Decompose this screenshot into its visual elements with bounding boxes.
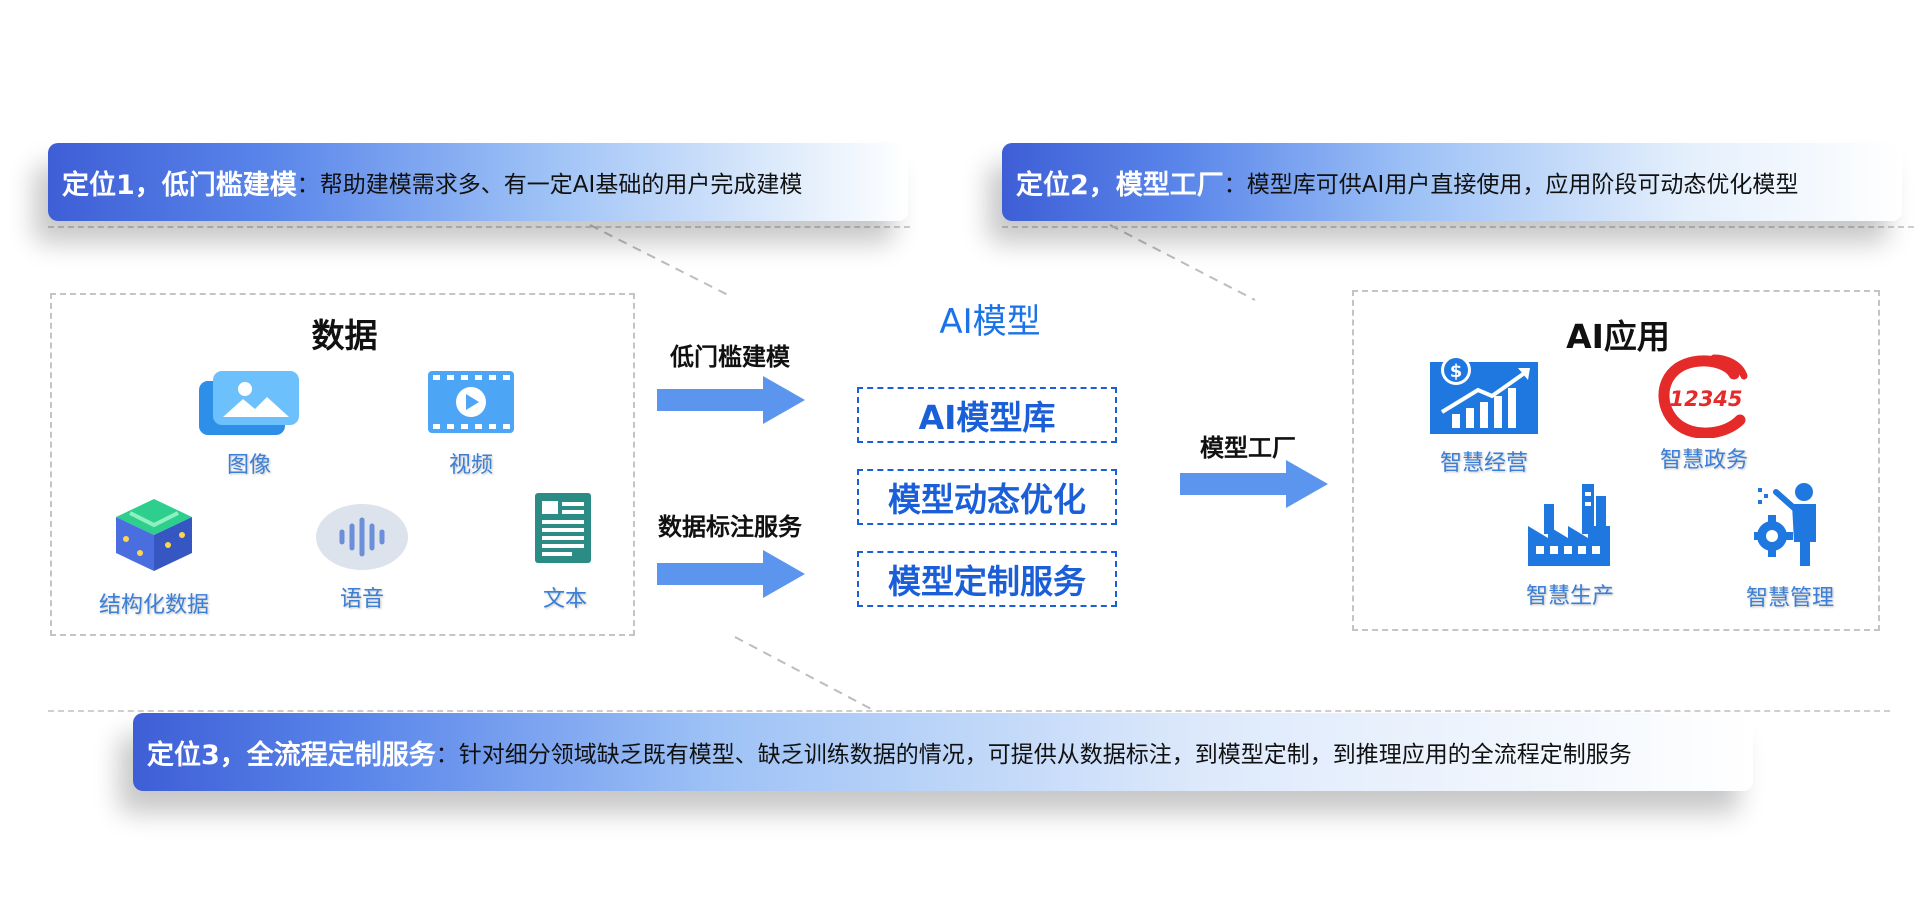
data-panel-title: 数据 xyxy=(311,316,378,355)
flow-label-annotation: 数据标注服务 xyxy=(658,513,802,541)
model-box-library: AI模型库 xyxy=(857,387,1117,443)
model-box-optimization: 模型动态优化 xyxy=(857,469,1117,525)
position-banner-3: 定位3，全流程定制服务：针对细分领域缺乏既有模型、缺乏训练数据的情况，可提供从数… xyxy=(133,713,1753,791)
arrow-right-icon xyxy=(657,376,805,424)
image-icon xyxy=(199,371,299,435)
position-1-title: 定位1，低门槛建模 xyxy=(62,169,297,201)
position-banner-1: 定位1，低门槛建模：帮助建模需求多、有一定AI基础的用户完成建模 xyxy=(48,143,908,221)
document-icon xyxy=(535,493,591,563)
svg-text:$: $ xyxy=(1450,361,1463,382)
position-2-desc: ：模型库可供AI用户直接使用，应用阶段可动态优化模型 xyxy=(1223,172,1799,198)
app-panel-title: AI应用 xyxy=(1566,317,1670,356)
divider-line-2 xyxy=(1002,226,1914,228)
app-item-label-production: 智慧生产 xyxy=(1525,584,1614,609)
arrow-right-icon xyxy=(1180,460,1328,508)
position-3-desc: ：针对细分领域缺乏既有模型、缺乏训练数据的情况，可提供从数据标注，到模型定制，到… xyxy=(435,742,1632,768)
connector-line-1 xyxy=(589,224,731,297)
position-3-title: 定位3，全流程定制服务 xyxy=(147,739,436,771)
data-item-label-structured: 结构化数据 xyxy=(98,593,209,618)
flow-label-factory: 模型工厂 xyxy=(1200,434,1296,462)
video-icon xyxy=(428,371,514,433)
divider-line-3 xyxy=(48,710,1890,712)
voice-wave-icon xyxy=(316,504,408,570)
data-item-label-voice: 语音 xyxy=(339,587,384,612)
divider-line-1 xyxy=(48,226,910,228)
app-item-label-management: 智慧管理 xyxy=(1745,586,1834,611)
factory-icon xyxy=(1528,484,1610,566)
flow-label-low-code: 低门槛建模 xyxy=(670,343,790,371)
position-2-title: 定位2，模型工厂 xyxy=(1016,169,1224,201)
model-title: AI模型 xyxy=(939,302,1041,342)
hotline-number: 12345 xyxy=(1669,387,1742,411)
data-item-label-text: 文本 xyxy=(542,587,587,612)
connector-line-3 xyxy=(734,636,876,712)
arrow-right-icon xyxy=(657,550,805,598)
model-box-custom: 模型定制服务 xyxy=(857,551,1117,607)
business-growth-icon: $ xyxy=(1430,355,1538,434)
data-item-label-video: 视频 xyxy=(448,453,493,478)
position-1-desc: ：帮助建模需求多、有一定AI基础的用户完成建模 xyxy=(296,172,803,198)
hotline-badge-icon: 12345 xyxy=(1658,354,1748,438)
position-banner-2: 定位2，模型工厂：模型库可供AI用户直接使用，应用阶段可动态优化模型 xyxy=(1002,143,1902,221)
data-item-label-image: 图像 xyxy=(226,453,271,478)
app-item-label-government: 智慧政务 xyxy=(1659,448,1748,473)
connector-line-2 xyxy=(1109,224,1256,301)
structured-data-icon xyxy=(116,499,192,571)
app-item-label-business: 智慧经营 xyxy=(1439,451,1528,476)
management-gear-person-icon xyxy=(1754,483,1816,566)
app-panel: AI应用 $ 智慧经营 12345 智慧政务 智慧生产 xyxy=(1352,290,1880,631)
data-panel: 数据 图像 视频 结构化数据 语音 xyxy=(50,293,635,636)
